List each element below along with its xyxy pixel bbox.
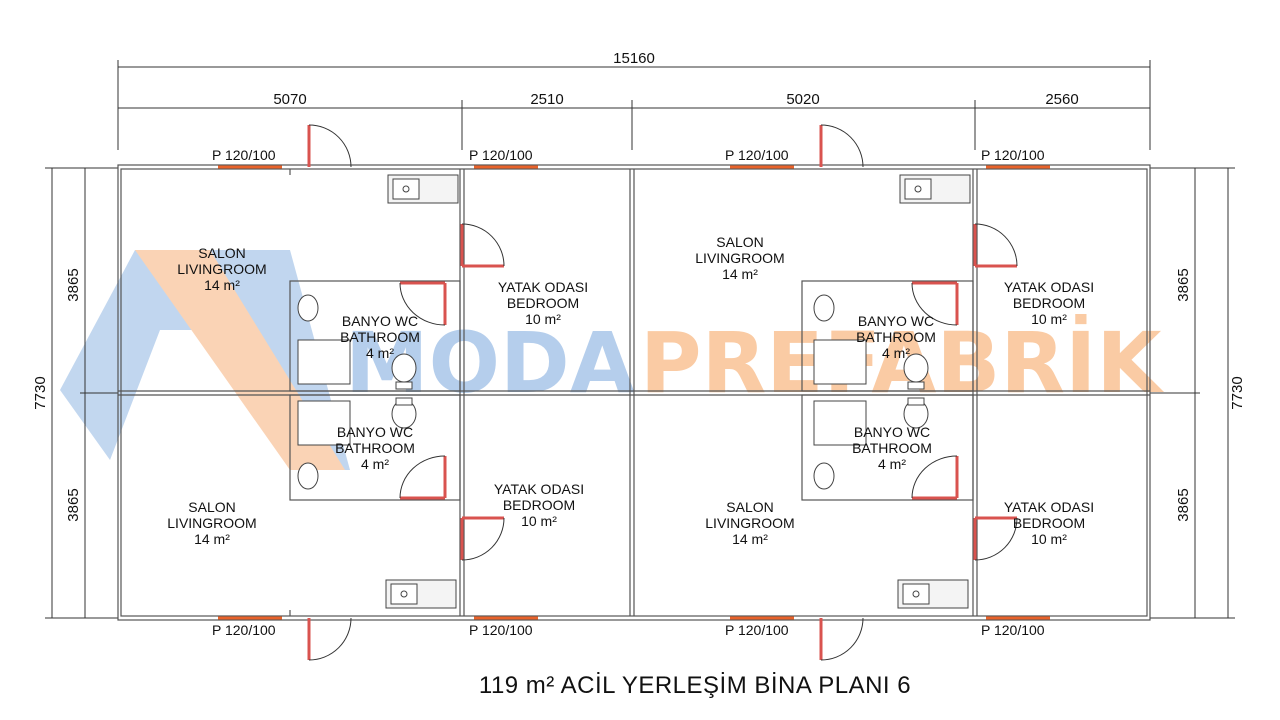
room-salon-1-en: LIVINGROOM — [177, 261, 266, 277]
dim-right-bottom: 3865 — [1175, 488, 1192, 521]
room-banyo-4-en: BATHROOM — [852, 440, 932, 456]
walls — [117, 164, 1151, 621]
window-label-7: P 120/100 — [725, 622, 789, 638]
room-yatak-3-name: YATAK ODASI — [494, 481, 584, 497]
room-yatak-2-en: BEDROOM — [1013, 295, 1085, 311]
room-yatak-1-en: BEDROOM — [507, 295, 579, 311]
room-salon-1-area: 14 m² — [204, 277, 240, 293]
room-salon-3-area: 14 m² — [194, 531, 230, 547]
side-dimensions — [45, 167, 1235, 619]
room-salon-2-area: 14 m² — [722, 266, 758, 282]
room-salon-4-name: SALON — [726, 499, 773, 515]
room-salon-3-en: LIVINGROOM — [167, 515, 256, 531]
room-yatak-3-en: BEDROOM — [503, 497, 575, 513]
room-yatak-1-area: 10 m² — [525, 311, 561, 327]
room-yatak-3-area: 10 m² — [521, 513, 557, 529]
room-yatak-4-en: BEDROOM — [1013, 515, 1085, 531]
dim-left-total: 7730 — [32, 376, 49, 409]
bathroom-fixtures — [297, 294, 929, 490]
window-label-3: P 120/100 — [725, 147, 789, 163]
doors — [307, 124, 1018, 661]
room-banyo-4-area: 4 m² — [878, 456, 906, 472]
window-label-4: P 120/100 — [981, 147, 1045, 163]
room-banyo-1-area: 4 m² — [366, 345, 394, 361]
room-yatak-4-area: 10 m² — [1031, 531, 1067, 547]
room-salon-4-area: 14 m² — [732, 531, 768, 547]
dim-right-top: 3865 — [1175, 268, 1192, 301]
room-yatak-2-name: YATAK ODASI — [1004, 279, 1094, 295]
room-banyo-3-area: 4 m² — [361, 456, 389, 472]
dim-seg-2: 2510 — [530, 91, 563, 108]
window-label-2: P 120/100 — [469, 147, 533, 163]
window-label-8: P 120/100 — [981, 622, 1045, 638]
room-yatak-4-name: YATAK ODASI — [1004, 499, 1094, 515]
dim-left-bottom: 3865 — [65, 488, 82, 521]
window-label-5: P 120/100 — [212, 622, 276, 638]
room-yatak-2-area: 10 m² — [1031, 311, 1067, 327]
room-banyo-4-name: BANYO WC — [854, 424, 930, 440]
watermark-text-2: PREFABRİK — [640, 314, 1164, 412]
room-labels: SALON LIVINGROOM 14 m² SALON LIVINGROOM … — [167, 234, 1094, 547]
dim-seg-3: 5020 — [786, 91, 819, 108]
dim-total-width: 15160 — [613, 50, 655, 67]
room-banyo-2-name: BANYO WC — [858, 313, 934, 329]
top-dimensions — [117, 60, 1151, 150]
room-salon-2-en: LIVINGROOM — [695, 250, 784, 266]
room-salon-1-name: SALON — [198, 245, 245, 261]
window-label-6: P 120/100 — [469, 622, 533, 638]
kitchen-sinks — [385, 174, 971, 609]
dim-seg-4: 2560 — [1045, 91, 1078, 108]
window-label-1: P 120/100 — [212, 147, 276, 163]
room-banyo-3-en: BATHROOM — [335, 440, 415, 456]
room-banyo-2-en: BATHROOM — [856, 329, 936, 345]
room-banyo-1-en: BATHROOM — [340, 329, 420, 345]
dim-left-top: 3865 — [65, 268, 82, 301]
windows — [218, 165, 1050, 620]
dim-seg-1: 5070 — [273, 91, 306, 108]
room-banyo-1-name: BANYO WC — [342, 313, 418, 329]
watermark-logo: MODA PREFABRİK — [60, 250, 1164, 470]
dim-right-total: 7730 — [1229, 376, 1246, 409]
room-salon-3-name: SALON — [188, 499, 235, 515]
room-salon-4-en: LIVINGROOM — [705, 515, 794, 531]
room-salon-2-name: SALON — [716, 234, 763, 250]
room-banyo-2-area: 4 m² — [882, 345, 910, 361]
plan-title: 119 m² ACİL YERLEŞİM BİNA PLANI 6 — [478, 672, 912, 699]
room-yatak-1-name: YATAK ODASI — [498, 279, 588, 295]
room-banyo-3-name: BANYO WC — [337, 424, 413, 440]
